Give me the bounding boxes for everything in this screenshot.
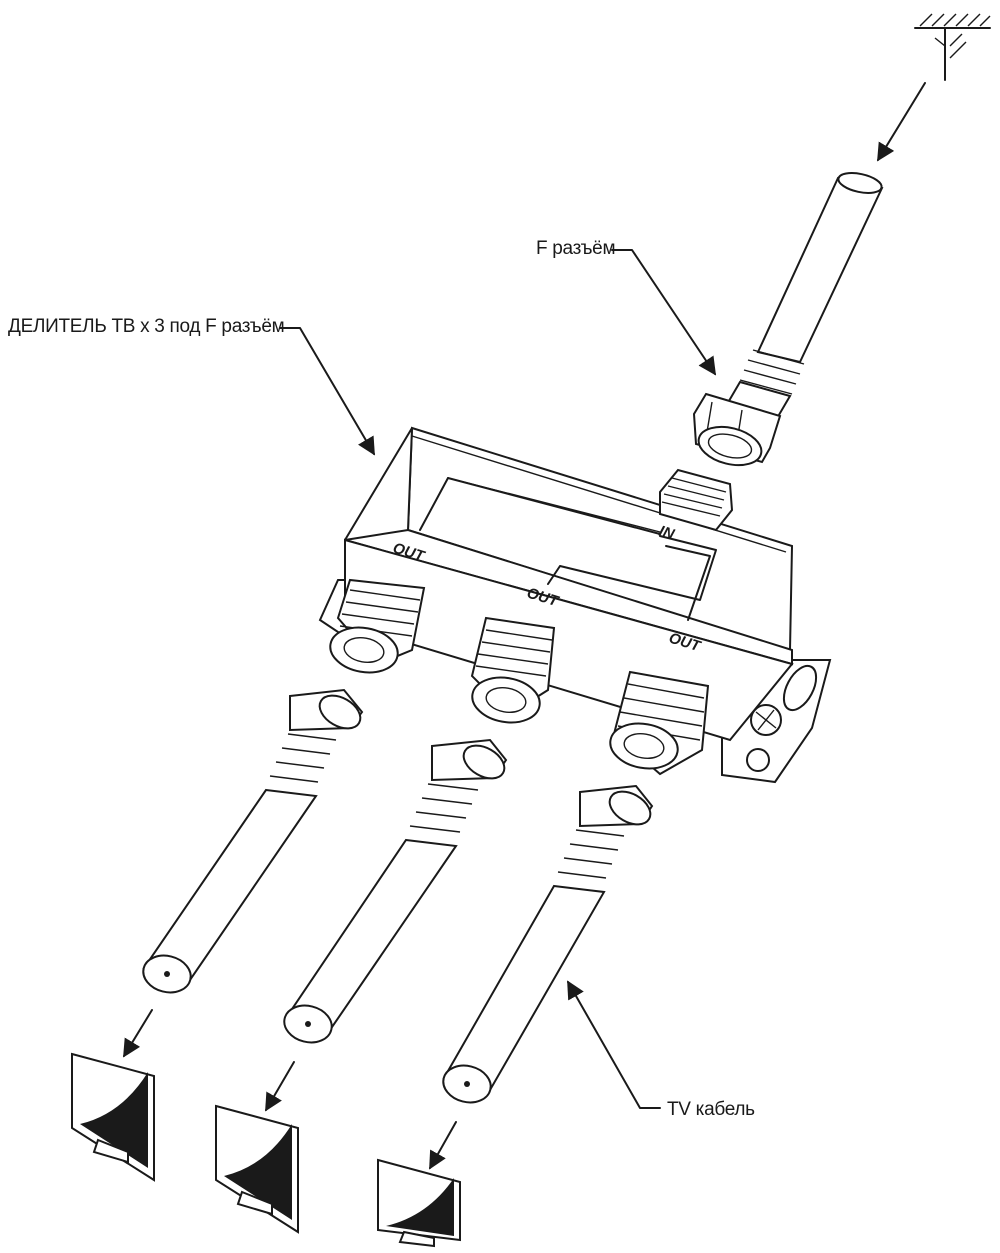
splitter-output-port-right bbox=[609, 670, 710, 776]
splitter-output-port-left bbox=[329, 578, 426, 674]
f-connector-input bbox=[692, 392, 782, 467]
splitter-body: IN OUT OUT OUT bbox=[318, 426, 832, 784]
arrow-to-tv-middle bbox=[265, 1061, 295, 1112]
tv-icon bbox=[71, 1052, 155, 1182]
antenna-arrow bbox=[877, 82, 926, 162]
arrow-to-tv-left bbox=[123, 1009, 153, 1058]
tv-icon bbox=[215, 1104, 299, 1234]
output-cable-left bbox=[142, 688, 364, 994]
tv-cable-leader bbox=[567, 980, 661, 1109]
screw-icon bbox=[750, 704, 782, 736]
f-connector-leader bbox=[611, 249, 717, 376]
input-cable bbox=[724, 172, 884, 422]
tv-cable-label: TV кабель bbox=[667, 1099, 755, 1120]
f-connector-label: F разъём bbox=[536, 238, 616, 259]
antenna-icon bbox=[914, 13, 991, 81]
splitter-output-port-middle bbox=[470, 616, 556, 724]
arrow-to-tv-right bbox=[429, 1121, 457, 1170]
output-cable-right bbox=[442, 784, 654, 1104]
tv-icon bbox=[377, 1158, 461, 1248]
splitter-input-port bbox=[659, 468, 734, 532]
output-cable-middle bbox=[283, 738, 508, 1044]
port-label-in: IN bbox=[657, 523, 677, 544]
splitter-label: ДЕЛИТЕЛЬ ТВ х 3 под F разъём bbox=[8, 316, 285, 337]
splitter-leader bbox=[279, 327, 375, 456]
